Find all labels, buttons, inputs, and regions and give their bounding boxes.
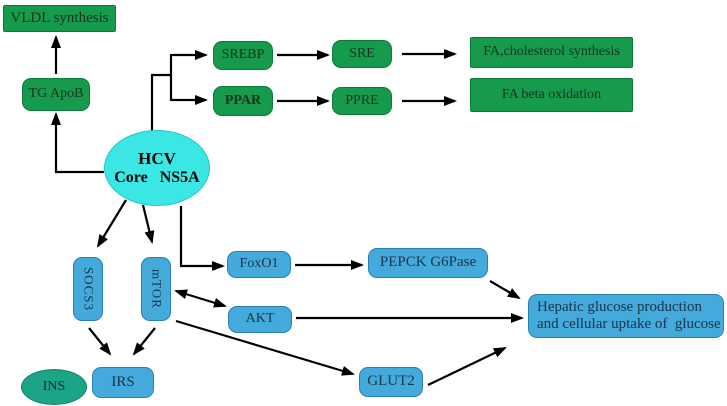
node-label: FA,cholesterol synthesis [483, 44, 620, 60]
node-label: PPAR [224, 92, 262, 108]
arrow-hcv-to-mtor [141, 204, 155, 244]
node-srebp: SREBP [213, 41, 273, 70]
node-fa-cholesterol-synthesis: FA,cholesterol synthesis [470, 37, 633, 68]
node-label: SOCS3 [81, 266, 97, 312]
node-ins: INS [21, 369, 87, 405]
node-tg-apob: TG ApoB [22, 78, 90, 111]
arrow-socs3-to-irs [88, 327, 112, 356]
arrow-pepck-to-hepatic [489, 280, 521, 300]
node-ppre: PPRE [332, 87, 392, 115]
node-foxo1: FoxO1 [227, 251, 291, 278]
node-socs3: SOCS3 [73, 257, 103, 321]
arrow-mtor-to-glut2 [175, 319, 355, 376]
hcv-subtitle: Core NS5A [114, 168, 200, 186]
node-pepck-g6pase: PEPCK G6Pase [368, 248, 488, 278]
node-vldl-synthesis: VLDL synthesis [3, 5, 116, 32]
arrow-hcv-to-tgapob [51, 112, 104, 174]
node-irs: IRS [92, 367, 154, 398]
arrow-hcv-to-foxo1 [179, 206, 225, 271]
node-label: PPRE [345, 92, 379, 108]
node-sre: SRE [332, 40, 392, 68]
node-label: FoxO1 [239, 256, 279, 272]
node-label: FA beta oxidation [501, 86, 602, 102]
arrow-glut2-to-hepatic [427, 347, 507, 386]
node-ppar: PPAR [213, 86, 273, 116]
node-akt: AKT [228, 306, 292, 333]
node-label: IRS [111, 373, 135, 390]
node-hepatic-glucose-production: Hepatic glucose production and cellular … [528, 294, 724, 338]
node-label: TG ApoB [28, 86, 84, 102]
node-label: GLUT2 [367, 373, 415, 390]
node-glut2: GLUT2 [359, 367, 423, 397]
hepatic-line1: Hepatic glucose production [537, 298, 702, 315]
hepatic-line2: and cellular uptake of glucose [537, 316, 721, 332]
arrow-mtor-to-irs [132, 327, 156, 356]
node-label: INS [42, 378, 66, 394]
connector-hcv-branch-stem [150, 73, 170, 131]
node-label: PEPCK G6Pase [379, 254, 477, 271]
node-label: AKT [245, 311, 275, 327]
node-label: SRE [349, 45, 375, 61]
arrow-mtor-akt-double [174, 289, 227, 308]
arrow-hcv-to-socs3 [96, 199, 127, 248]
node-label: mTOR [149, 269, 165, 309]
node-mtor: mTOR [141, 257, 171, 321]
node-hcv-core-ns5a: HCV Core NS5A [104, 130, 210, 206]
node-label: SREBP [221, 47, 265, 63]
hcv-title: HCV [138, 149, 176, 169]
node-label: VLDL synthesis [10, 9, 109, 26]
node-fa-beta-oxidation: FA beta oxidation [470, 78, 633, 112]
